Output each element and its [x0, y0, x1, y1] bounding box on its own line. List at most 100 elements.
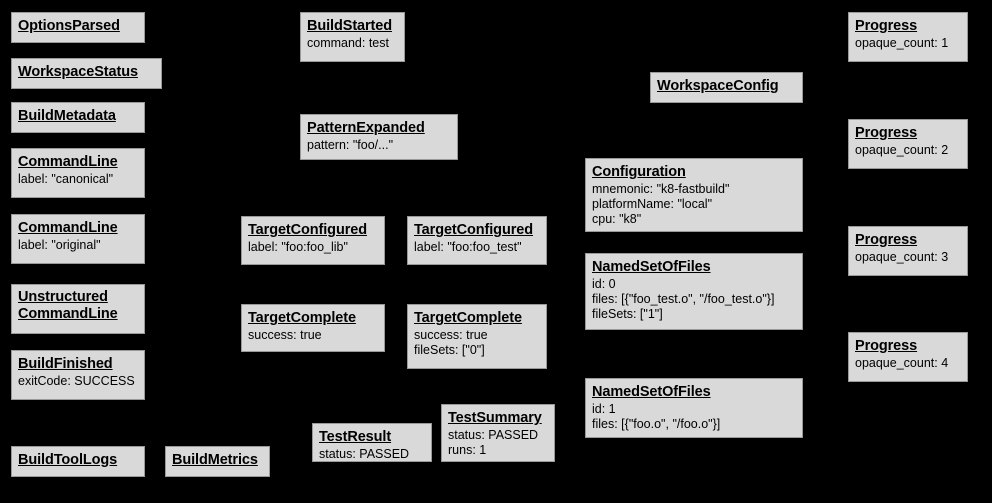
node-workspace-config[interactable]: WorkspaceConfig — [650, 72, 803, 103]
node-command-line-original[interactable]: CommandLine label: "original" — [11, 214, 145, 264]
node-title-wrap: CommandLine — [18, 153, 138, 171]
node-progress-4[interactable]: Progress opaque_count: 4 — [848, 332, 968, 382]
node-fields: label: "foo:foo_test" — [414, 240, 540, 255]
node-title: Progress — [855, 18, 918, 34]
node-title: OptionsParsed — [18, 18, 120, 34]
node-field: opaque_count: 4 — [855, 356, 949, 370]
node-title-wrap: BuildMetrics — [172, 451, 263, 469]
node-fields: pattern: "foo/..." — [307, 138, 451, 153]
node-field: label: "foo:foo_lib" — [248, 240, 348, 254]
node-title-wrap: Unstructured CommandLine — [18, 289, 138, 323]
node-field: pattern: "foo/..." — [307, 138, 394, 152]
node-field: success: true — [248, 328, 322, 342]
node-title-wrap: BuildStarted — [307, 17, 398, 35]
node-field: exitCode: SUCCESS — [18, 374, 135, 388]
node-title: WorkspaceConfig — [657, 78, 779, 94]
node-build-started[interactable]: BuildStarted command: test — [300, 12, 405, 62]
node-field: runs: 1 — [448, 443, 487, 457]
node-title-wrap: TestSummary — [448, 409, 548, 427]
node-fields: opaque_count: 2 — [855, 143, 961, 158]
node-build-finished[interactable]: BuildFinished exitCode: SUCCESS — [11, 350, 145, 400]
node-field: files: [{"foo_test.o", "/foo_test.o"}] — [592, 292, 775, 306]
node-fields: label: "original" — [18, 238, 138, 253]
node-title-wrap: WorkspaceStatus — [18, 63, 155, 81]
node-field: label: "original" — [18, 238, 101, 252]
node-title-wrap: TargetConfigured — [248, 221, 378, 239]
node-fields: status: PASSED — [319, 447, 425, 462]
node-title: NamedSetOfFiles — [592, 384, 711, 400]
node-field: command: test — [307, 36, 389, 50]
node-title: BuildToolLogs — [18, 452, 118, 468]
node-field: label: "canonical" — [18, 172, 114, 186]
node-title: TargetComplete — [248, 310, 356, 326]
node-fields: success: true — [248, 328, 378, 343]
node-fields: opaque_count: 3 — [855, 250, 961, 265]
node-title-wrap: OptionsParsed — [18, 17, 138, 35]
node-title: PatternExpanded — [307, 120, 425, 136]
node-title: BuildFinished — [18, 356, 113, 372]
node-target-complete-lib[interactable]: TargetComplete success: true — [241, 304, 385, 352]
node-field: cpu: "k8" — [592, 212, 642, 226]
node-field: label: "foo:foo_test" — [414, 240, 522, 254]
node-title-wrap: Configuration — [592, 163, 796, 181]
node-title: Progress — [855, 125, 918, 141]
node-field: status: PASSED — [319, 447, 410, 461]
node-pattern-expanded[interactable]: PatternExpanded pattern: "foo/..." — [300, 114, 458, 160]
node-title: TargetComplete — [414, 310, 522, 326]
node-field: fileSets: ["1"] — [592, 307, 663, 321]
node-title: Unstructured CommandLine — [18, 289, 118, 322]
node-title: Progress — [855, 232, 918, 248]
node-fields: mnemonic: "k8-fastbuild"platformName: "l… — [592, 182, 796, 227]
node-title: BuildMetadata — [18, 108, 116, 124]
node-unstructured-command-line[interactable]: Unstructured CommandLine — [11, 284, 145, 334]
node-progress-3[interactable]: Progress opaque_count: 3 — [848, 226, 968, 276]
node-field: id: 0 — [592, 277, 616, 291]
node-title-wrap: BuildFinished — [18, 355, 138, 373]
node-title-wrap: BuildToolLogs — [18, 451, 138, 469]
node-title-wrap: TargetConfigured — [414, 221, 540, 239]
node-field: mnemonic: "k8-fastbuild" — [592, 182, 730, 196]
node-title-wrap: Progress — [855, 337, 961, 355]
node-build-metadata[interactable]: BuildMetadata — [11, 102, 145, 133]
node-title-wrap: Progress — [855, 124, 961, 142]
node-build-tool-logs[interactable]: BuildToolLogs — [11, 446, 145, 477]
node-title-wrap: TargetComplete — [248, 309, 378, 327]
node-build-metrics[interactable]: BuildMetrics — [165, 446, 270, 477]
node-title-wrap: NamedSetOfFiles — [592, 383, 796, 401]
node-fields: command: test — [307, 36, 398, 51]
node-workspace-status[interactable]: WorkspaceStatus — [11, 58, 162, 89]
node-fields: label: "foo:foo_lib" — [248, 240, 378, 255]
node-title: TestResult — [319, 429, 392, 445]
node-field: platformName: "local" — [592, 197, 713, 211]
node-title-wrap: Progress — [855, 17, 961, 35]
node-title: CommandLine — [18, 154, 118, 170]
node-title-wrap: PatternExpanded — [307, 119, 451, 137]
node-field: files: [{"foo.o", "/foo.o"}] — [592, 417, 721, 431]
node-title: Progress — [855, 338, 918, 354]
node-options-parsed[interactable]: OptionsParsed — [11, 12, 145, 43]
node-command-line-canonical[interactable]: CommandLine label: "canonical" — [11, 148, 145, 198]
node-progress-2[interactable]: Progress opaque_count: 2 — [848, 119, 968, 169]
node-title-wrap: CommandLine — [18, 219, 138, 237]
node-title: BuildStarted — [307, 18, 393, 34]
node-title-wrap: TargetComplete — [414, 309, 540, 327]
node-title: NamedSetOfFiles — [592, 259, 711, 275]
node-fields: opaque_count: 4 — [855, 356, 961, 371]
node-test-result[interactable]: TestResult status: PASSED — [312, 423, 432, 462]
node-title-wrap: BuildMetadata — [18, 107, 138, 125]
node-title: CommandLine — [18, 220, 118, 236]
node-field: success: true — [414, 328, 488, 342]
node-title-wrap: TestResult — [319, 428, 425, 446]
node-field: opaque_count: 2 — [855, 143, 949, 157]
node-title-wrap: Progress — [855, 231, 961, 249]
